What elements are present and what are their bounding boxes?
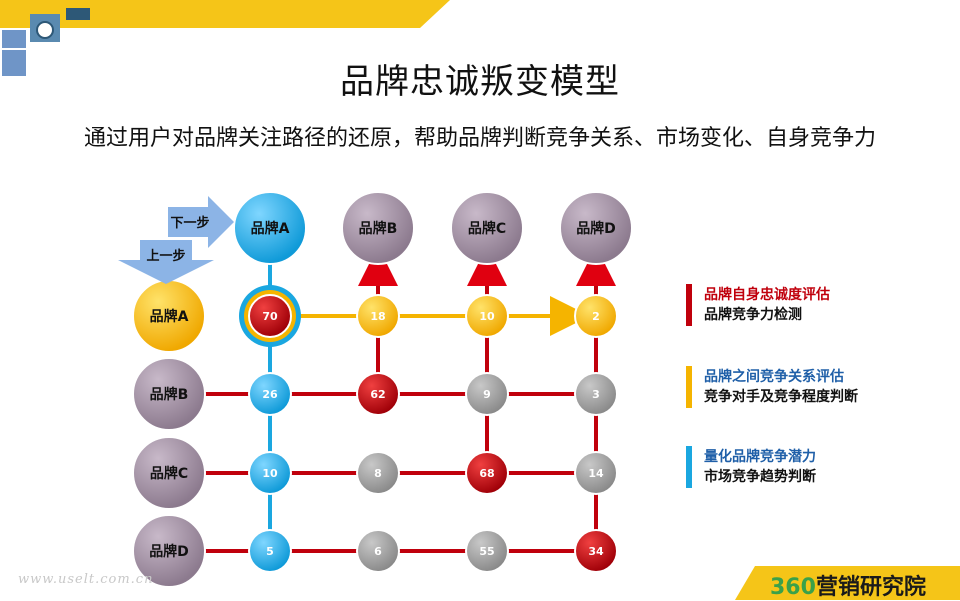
matrix-cell-1-1-circle xyxy=(248,294,292,338)
corner-decoration-icon xyxy=(2,8,90,76)
matrix-cell-1-4-label: 2 xyxy=(592,310,600,323)
matrix-cell-1-4-circle xyxy=(574,294,618,338)
prev-step-arrow: 上一步 xyxy=(118,240,214,284)
column-header-2: 品牌B xyxy=(341,191,415,265)
column-header-3-label: 品牌C xyxy=(468,220,506,237)
top-decorative-band xyxy=(0,0,450,28)
matrix-cell-3-1-circle xyxy=(248,451,292,495)
matrix-cell-1-1: 70 xyxy=(248,294,292,338)
matrix-cell-3-3-circle xyxy=(465,451,509,495)
column-header-1: 品牌A xyxy=(233,191,307,265)
next-step-arrow: 下一步 xyxy=(168,196,234,248)
column-header-4-label: 品牌D xyxy=(576,220,616,237)
matrix-cell-4-3-circle xyxy=(465,529,509,573)
row-header-3-label: 品牌C xyxy=(150,465,188,482)
row-header-4: 品牌D xyxy=(132,514,206,588)
matrix-cell-2-3-circle xyxy=(465,372,509,416)
watermark: www.uselt.com.cn xyxy=(18,572,154,587)
column-header-4-circle xyxy=(559,191,633,265)
matrix-cell-3-3: 68 xyxy=(465,451,509,495)
matrix-cell-3-1-label: 10 xyxy=(262,467,278,480)
matrix-cell-1-4: 2 xyxy=(574,294,618,338)
matrix-cell-4-3: 55 xyxy=(465,529,509,573)
legend-bar xyxy=(686,446,692,488)
logo-number: 360 xyxy=(770,575,816,600)
matrix-cell-3-4-circle xyxy=(574,451,618,495)
matrix-cell-2-2: 62 xyxy=(356,372,400,416)
matrix-cell-4-2-label: 6 xyxy=(374,545,382,558)
row-header-2: 品牌B xyxy=(132,357,206,431)
matrix-cell-2-2-circle xyxy=(356,372,400,416)
page-subtitle: 通过用户对品牌关注路径的还原，帮助品牌判断竞争关系、市场变化、自身竞争力 xyxy=(83,126,876,151)
legend-subtitle: 品牌竞争力检测 xyxy=(704,307,802,323)
column-header-2-label: 品牌B xyxy=(359,220,398,237)
column-header-3-circle xyxy=(450,191,524,265)
matrix-cell-2-4-label: 3 xyxy=(592,388,600,401)
matrix-cell-1-3-label: 10 xyxy=(479,310,495,323)
legend-subtitle: 市场竞争趋势判断 xyxy=(704,469,816,485)
brand-logo: 360营销研究院 xyxy=(770,569,926,601)
row-header-1: 品牌A xyxy=(132,279,206,353)
matrix-cell-2-3-label: 9 xyxy=(483,388,491,401)
matrix-cell-1-1-label: 70 xyxy=(262,310,278,323)
page-title: 品牌忠诚叛变模型 xyxy=(340,62,620,102)
legend-bar xyxy=(686,284,692,326)
row-header-4-circle xyxy=(132,514,206,588)
matrix-cell-2-1: 26 xyxy=(248,372,292,416)
matrix-cell-3-2-label: 8 xyxy=(374,467,382,480)
matrix-cell-2-2-label: 62 xyxy=(370,388,385,401)
logo-text: 营销研究院 xyxy=(815,575,926,600)
matrix-cell-3-2: 8 xyxy=(356,451,400,495)
row-header-1-label: 品牌A xyxy=(150,308,189,325)
column-header-2-circle xyxy=(341,191,415,265)
logo-band xyxy=(735,566,960,600)
matrix-cell-4-4: 34 xyxy=(574,529,618,573)
matrix-cell-1-2-circle xyxy=(356,294,400,338)
legend-title: 量化品牌竞争潜力 xyxy=(704,449,816,465)
row-header-4-label: 品牌D xyxy=(149,543,189,560)
matrix-cell-4-2: 6 xyxy=(356,529,400,573)
legend-subtitle: 竞争对手及竞争程度判断 xyxy=(704,389,858,405)
matrix-cell-3-2-circle xyxy=(356,451,400,495)
column-header-1-label: 品牌A xyxy=(251,220,290,237)
matrix-cell-3-3-label: 68 xyxy=(479,467,494,480)
legend-bar xyxy=(686,366,692,408)
legend-title: 品牌自身忠诚度评估 xyxy=(704,287,830,303)
next-step-label: 下一步 xyxy=(170,215,209,231)
matrix-cell-2-4-circle xyxy=(574,372,618,416)
row-header-2-circle xyxy=(132,357,206,431)
column-header-1-circle xyxy=(233,191,307,265)
legend-title: 品牌之间竞争关系评估 xyxy=(704,369,844,385)
matrix-cell-1-2: 18 xyxy=(356,294,400,338)
matrix-cell-4-3-label: 55 xyxy=(479,545,494,558)
row-header-2-label: 品牌B xyxy=(150,386,189,403)
matrix-cell-1-2-label: 18 xyxy=(370,310,385,323)
matrix-cell-4-2-circle xyxy=(356,529,400,573)
matrix-cell-4-1-label: 5 xyxy=(266,545,274,558)
matrix-cell-3-4: 14 xyxy=(574,451,618,495)
matrix-cell-1-3-circle xyxy=(465,294,509,338)
column-header-3: 品牌C xyxy=(450,191,524,265)
column-header-4: 品牌D xyxy=(559,191,633,265)
matrix-cell-2-4: 3 xyxy=(574,372,618,416)
matrix-cell-2-3: 9 xyxy=(465,372,509,416)
row-header-3: 品牌C xyxy=(132,436,206,510)
matrix-cell-4-4-label: 34 xyxy=(588,545,604,558)
row-header-3-circle xyxy=(132,436,206,510)
prev-step-label: 上一步 xyxy=(146,248,185,264)
matrix-cell-4-4-circle xyxy=(574,529,618,573)
matrix-cell-4-1: 5 xyxy=(248,529,292,573)
matrix-cell-1-3: 10 xyxy=(465,294,509,338)
matrix-cell-3-4-label: 14 xyxy=(588,467,604,480)
matrix-cell-3-1: 10 xyxy=(248,451,292,495)
matrix-cell-2-1-circle xyxy=(248,372,292,416)
matrix-cell-2-1-label: 26 xyxy=(262,388,278,401)
matrix-cell-4-1-circle xyxy=(248,529,292,573)
